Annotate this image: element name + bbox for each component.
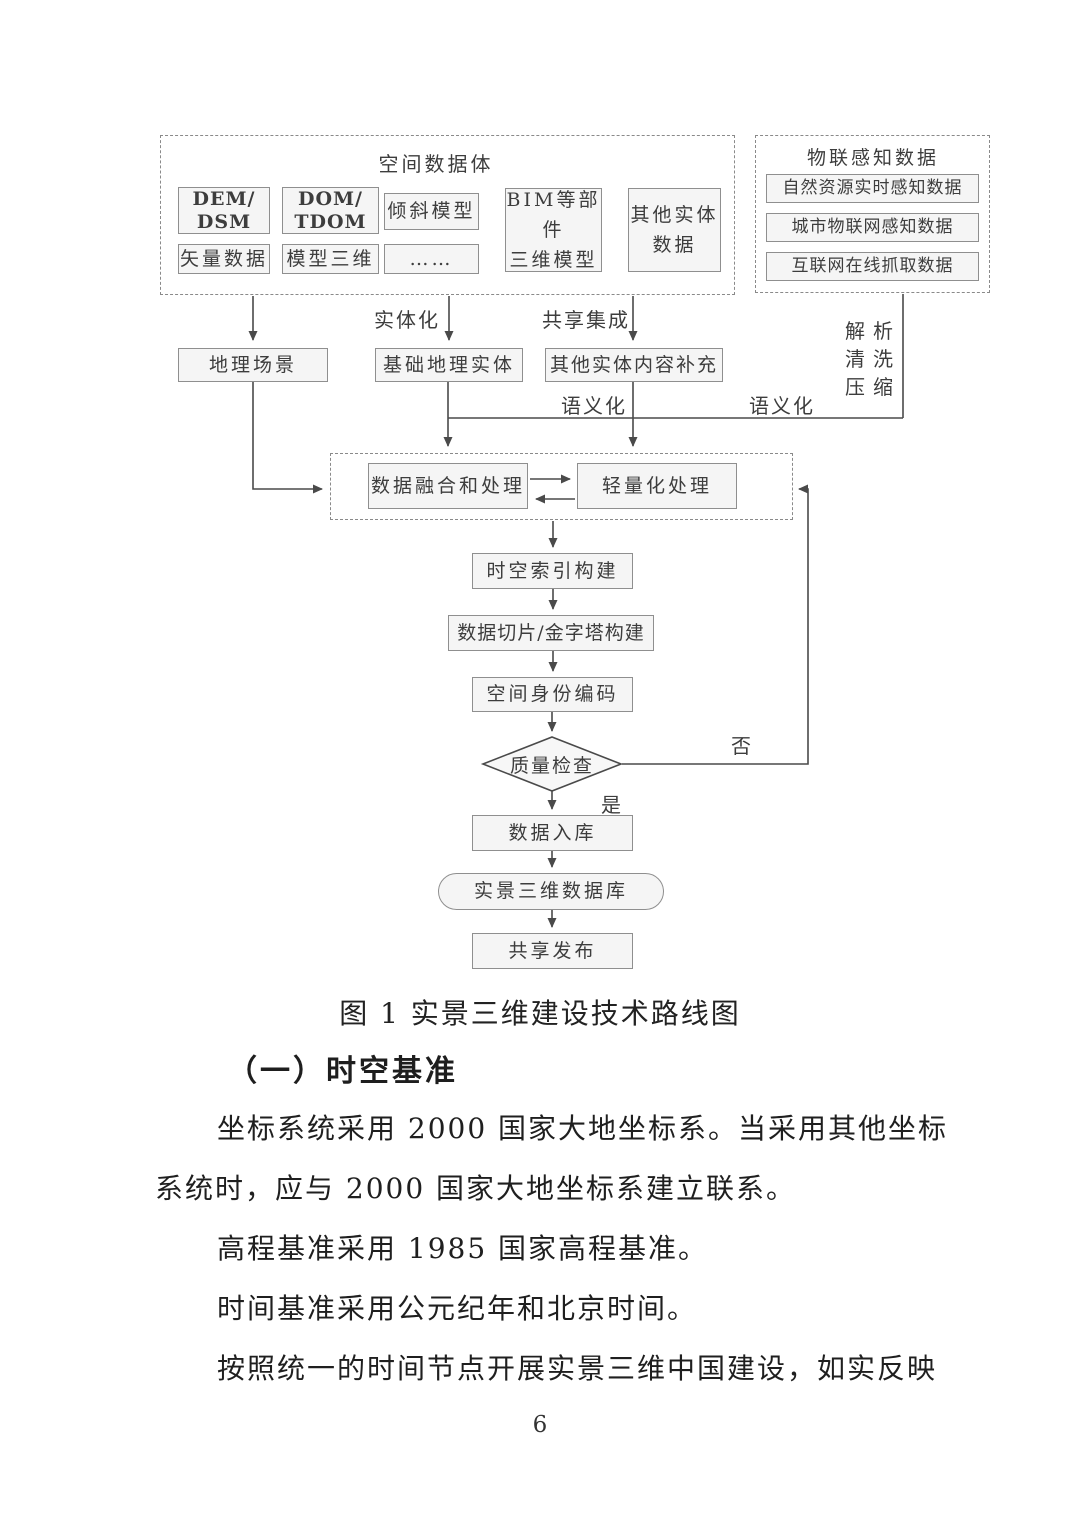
spatial-data-group-title: 空间数据体	[378, 152, 494, 176]
flow-node-data-fusion: 数据融合和处理	[368, 463, 528, 509]
flow-node-other-entity-supplement: 其他实体内容补充	[545, 348, 723, 382]
body-line-1: 坐标系统采用 2000 国家大地坐标系。当采用其他坐标	[217, 1112, 949, 1145]
edge-label-parse-clean-compress: 解析 清洗 压缩	[845, 319, 901, 399]
flow-node-vector-data: 矢量数据	[178, 244, 270, 274]
edge-label-entitize: 实体化	[374, 308, 440, 332]
flow-node-share-publish: 共享发布	[472, 933, 633, 969]
section-heading: （一）时空基准	[227, 1054, 458, 1089]
edge-label-semantic-left: 语义化	[561, 394, 627, 418]
flow-node-model-3d: 模型三维	[282, 244, 379, 274]
body-line-5: 按照统一的时间节点开展实景三维中国建设，如实反映	[217, 1352, 938, 1385]
flow-node-natural-resource-sensing: 自然资源实时感知数据	[766, 174, 979, 203]
flow-node-3d-database: 实景三维数据库	[438, 873, 664, 910]
flow-node-lightweight-processing: 轻量化处理	[577, 463, 737, 509]
edge-label-no: 否	[731, 734, 753, 758]
page-number: 6	[532, 1412, 548, 1438]
flow-node-tiling-pyramid: 数据切片/金字塔构建	[448, 615, 654, 651]
edge-label-yes: 是	[601, 793, 623, 817]
flow-node-internet-crawled-data: 互联网在线抓取数据	[766, 252, 979, 281]
flow-node-spatial-identity-code: 空间身份编码	[472, 677, 633, 712]
flow-node-city-iot-sensing: 城市物联网感知数据	[766, 213, 979, 242]
flow-node-oblique-model: 倾斜模型	[384, 193, 479, 230]
flow-node-data-warehousing: 数据入库	[472, 815, 633, 851]
flow-node-dem-dsm: DEM/ DSM	[178, 187, 270, 234]
flow-node-spatiotemporal-index: 时空索引构建	[472, 553, 633, 589]
iot-data-group-title: 物联感知数据	[806, 147, 939, 169]
flow-node-other-entity-data: 其他实体 数据	[628, 188, 721, 272]
flow-node-quality-check: 质量检查	[509, 755, 594, 777]
iot-data-group-frame	[755, 135, 990, 293]
figure-caption: 图 1 实景三维建设技术路线图	[339, 997, 741, 1030]
processing-group-frame	[330, 453, 793, 520]
flow-node-dom-tdom: DOM/ TDOM	[282, 187, 379, 234]
body-line-2: 系统时，应与 2000 国家大地坐标系建立联系。	[155, 1172, 797, 1205]
flowchart-connectors	[248, 294, 904, 928]
flow-node-base-geo-entity: 基础地理实体	[375, 348, 523, 382]
flow-node-bim-model: BIM等部件 三维模型	[505, 188, 602, 272]
edge-label-semantic-right: 语义化	[749, 394, 815, 418]
flow-node-geo-scene: 地理场景	[178, 348, 328, 382]
spatial-data-group-frame	[160, 135, 735, 295]
flow-node-ellipsis: ……	[384, 244, 479, 274]
body-line-4: 时间基准采用公元纪年和北京时间。	[217, 1292, 698, 1325]
body-line-3: 高程基准采用 1985 国家高程基准。	[217, 1232, 709, 1265]
edge-label-share-integrate: 共享集成	[542, 308, 630, 332]
